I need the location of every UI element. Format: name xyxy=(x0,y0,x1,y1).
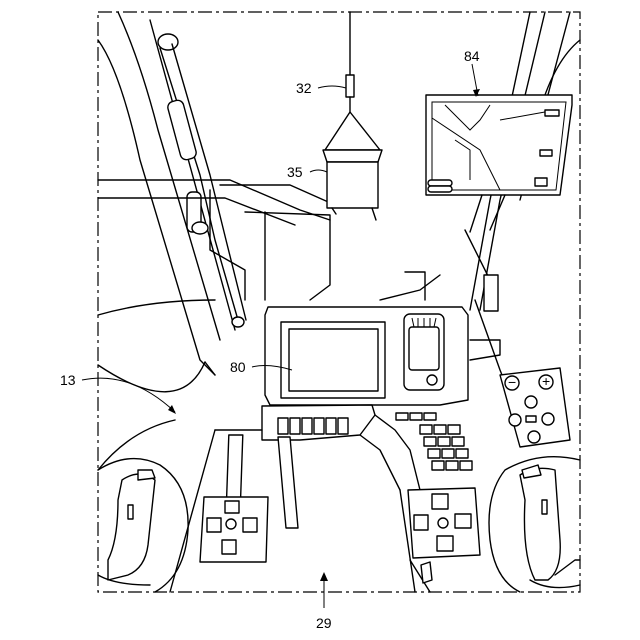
cab-structure xyxy=(98,180,495,315)
left-armrest xyxy=(98,459,188,592)
left-pillar xyxy=(98,12,235,470)
main-monitor-screen xyxy=(289,329,378,391)
navigation-pad: − + xyxy=(500,368,570,447)
right-keypad xyxy=(396,413,472,470)
label-80: 80 xyxy=(230,359,246,375)
left-control-pad xyxy=(200,497,268,562)
label-13: 13 xyxy=(60,372,76,388)
cable-clamp xyxy=(346,75,354,97)
svg-text:−: − xyxy=(508,374,516,390)
hook-block xyxy=(327,162,378,208)
label-35: 35 xyxy=(287,164,303,180)
hook-assembly xyxy=(323,12,382,220)
right-armrest xyxy=(489,457,580,592)
label-84: 84 xyxy=(464,48,480,64)
label-29: 29 xyxy=(316,615,332,631)
right-pillar xyxy=(470,12,580,420)
svg-text:+: + xyxy=(542,373,550,389)
label-32: 32 xyxy=(296,80,312,96)
camera-monitor xyxy=(426,95,572,232)
right-control-pad xyxy=(408,488,480,558)
